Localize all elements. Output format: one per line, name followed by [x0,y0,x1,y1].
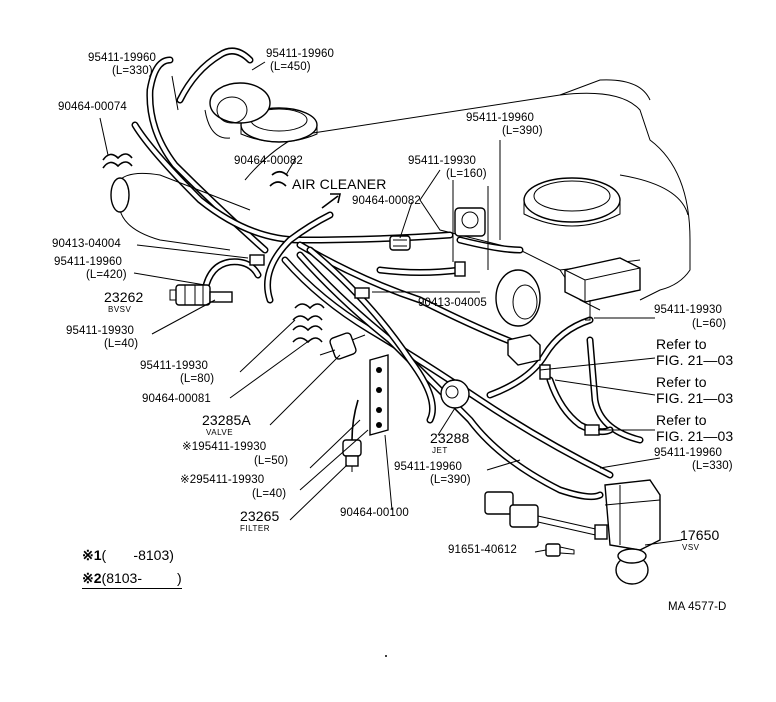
label-23288: 23288 [430,430,470,446]
label-jet: JET [432,446,448,455]
label-l390-bot: (L=390) [430,474,471,486]
label-95411-19960-390-top: 95411-19960 [466,112,535,124]
label-l40-b: (L=40) [252,488,287,500]
label-l40-a: (L=40) [104,338,139,350]
label-bvsv: BVSV [108,305,132,314]
air-cleaner-housing [523,177,621,227]
label-vsv: VSV [682,543,700,552]
label-l420: (L=420) [86,269,127,281]
label-90464-00081: 90464-00081 [142,393,211,405]
cylinder-part [454,207,486,237]
leader-lines [99,61,683,553]
label-refer-3: Refer to [656,412,707,428]
note-2: ※2(8103- ) [82,570,182,589]
label-l80: (L=80) [180,373,215,385]
label-l330-bot: (L=330) [692,460,733,472]
clamp-90464-00082-b [389,235,411,251]
note-1: ※1( -8103) [82,547,174,564]
clamp-90464-00074 [102,153,133,169]
left-duct [110,172,251,251]
note-1-text: ( -8103) [101,547,174,563]
label-95411-19960-390-bot: 95411-19960 [394,461,463,473]
bolt-91651-40612 [545,543,575,557]
jet-23288 [440,379,470,409]
note-2-mark: ※2 [82,570,102,586]
label-l50: (L=50) [254,455,289,467]
label-23285a: 23285A [202,412,251,428]
label-95411-19930-160: 95411-19930 [408,155,477,167]
label-fig-2[interactable]: FIG. 21—03 [656,390,734,406]
label-95411-19960-top: 95411-19960 [88,52,157,64]
label-refer-1: Refer to [656,336,707,352]
valve-23285a [319,332,366,360]
label-90464-00082-a: 90464-00082 [234,155,303,167]
label-95411-19960-330-bot: 95411-19960 [654,447,723,459]
figure-code: MA 4577-D [668,601,727,613]
label-95411-19960-450: 95411-19960 [266,48,335,60]
main-hoses [131,47,644,501]
label-90413-04005: 90413-04005 [418,297,487,309]
label-valve: VALVE [206,428,234,437]
label-l160: (L=160) [446,168,487,180]
label-star1-95411-19930: ※195411-19930 [182,441,267,453]
t-connectors [249,254,600,436]
bvsv-valve [169,284,233,306]
label-23262: 23262 [104,289,144,305]
label-91651-40612: 91651-40612 [448,544,517,556]
clamp-cluster-90464-00081 [292,303,325,344]
filter-23265 [342,399,362,472]
label-95411-19930-60: 95411-19930 [654,304,723,316]
vsv-17650 [484,479,661,585]
label-23265: 23265 [240,508,280,524]
label-90413-04004: 90413-04004 [52,238,121,250]
label-l450: (L=450) [270,61,311,73]
label-l60: (L=60) [692,318,727,330]
note-1-mark: ※1 [82,547,102,563]
right-box-part [564,257,641,321]
round-diaphragm [495,269,541,327]
label-17650: 17650 [680,527,720,543]
label-90464-00100: 90464-00100 [340,507,409,519]
label-l390-top: (L=390) [502,125,543,137]
label-air-cleaner: AIR CLEANER [292,176,387,192]
label-95411-19930-80: 95411-19930 [140,360,209,372]
round-actuator-top [204,82,271,139]
clamp-90464-00082-a [269,170,289,187]
label-95411-19930-40-a: 95411-19930 [66,325,135,337]
label-fig-1[interactable]: FIG. 21—03 [656,352,734,368]
label-l330-top: (L=330) [112,65,153,77]
label-refer-2: Refer to [656,374,707,390]
label-filter: FILTER [240,524,270,533]
note-2-text: (8103- ) [101,570,182,586]
small-block [507,334,541,366]
label-star2-95411-19930: ※295411-19930 [180,474,265,486]
label-fig-3[interactable]: FIG. 21—03 [656,428,734,444]
air-cleaner-arrow-icon [321,193,341,209]
label-90464-00082-b: 90464-00082 [352,195,421,207]
label-95411-19960-420: 95411-19960 [54,256,123,268]
label-90464-00074: 90464-00074 [58,101,127,113]
stray-dot [385,655,387,657]
bracket-90464-00100 [369,354,389,436]
